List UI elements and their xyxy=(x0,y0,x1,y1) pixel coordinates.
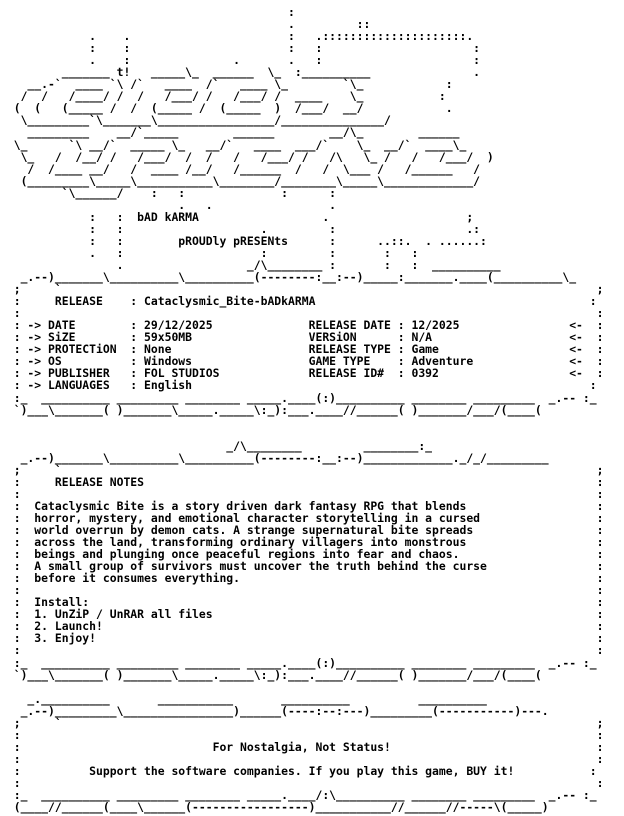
nfo-line: . _/\________ : : : __________ xyxy=(0,257,501,272)
nfo-line: : before it consumes everything. : xyxy=(0,571,604,586)
nfo-line: :_ __________ _________ ________ _____._… xyxy=(0,788,597,803)
nfo-line: : RELEASE : Cataclysmic_Bite-bADkARMA : xyxy=(0,294,597,309)
nfo-line: _.--)_______\__________\__________(-----… xyxy=(0,270,577,285)
nfo-line: __.-` ____ `\ /` ____ /` ____ \_ `\_ : xyxy=(0,77,453,92)
nfo-line: : -> SiZE : 59x50MB VERSiON : N/A <- : xyxy=(0,330,604,345)
nfo-line: : -> LANGUAGES : English : xyxy=(0,378,597,393)
nfo-line: : 1. UnZiP / UnRAR all files : xyxy=(0,607,604,622)
nfo-line: : Support the software companies. If you… xyxy=(0,763,597,778)
nfo-line: / /____ __/ / ____ /__/ /______ / / \___… xyxy=(0,161,481,176)
nfo-line: _.__________ ___________ __________ ____… xyxy=(0,691,487,706)
nfo-line: ; ` ; xyxy=(0,462,604,477)
nfo-line: : world overrun by demon cats. A strange… xyxy=(0,523,604,538)
nfo-line: : 3. Enjoy! : xyxy=(0,631,604,646)
nfo-line: : A small group of survivors must uncove… xyxy=(0,559,604,574)
nfo-line: `\______/ : : : : xyxy=(0,185,337,200)
nfo-line: : : xyxy=(0,751,604,766)
nfo-line: \_ / /__/ / /___/ / / / /___/ / /\ \_ / … xyxy=(0,149,494,164)
nfo-line: ( ( (_____ / / (_____ / (_____ ) /___/ _… xyxy=(0,101,453,116)
nfo-line: (____//______(____\______(--------------… xyxy=(0,800,549,815)
nfo-line: :_ __________ _________ ________ _____._… xyxy=(0,655,597,670)
nfo-line: _______ t! _____\_ ______ \_ :__________… xyxy=(0,65,481,80)
nfo-line: . . . xyxy=(0,197,337,212)
nfo-line: / / /____/ / / /___/ / /___/ / ____ \_ : xyxy=(0,89,446,104)
nfo-line: \_ `\ __/` _____ \_ __/` ____ ___/` \_ _… xyxy=(0,137,467,152)
nfo-line: . : : : : : xyxy=(0,245,419,260)
nfo-line: : : bAD kARMA . ; xyxy=(0,209,474,224)
nfo-line: : RELEASE NOTES : xyxy=(0,474,604,489)
nfo-line: :_ __________ _________ ________ _____._… xyxy=(0,390,597,405)
nfo-line: _.--)_______\__________\__________(-----… xyxy=(0,450,549,465)
nfo-line: : : xyxy=(0,776,604,790)
nfo-line: : : xyxy=(0,486,604,501)
nfo-line: : : xyxy=(0,727,604,742)
nfo-line: : Cataclysmic Bite is a story driven dar… xyxy=(0,498,604,513)
nfo-line: : horror, mystery, and emotional charact… xyxy=(0,510,604,525)
nfo-line: : : : : : xyxy=(0,41,481,56)
nfo-line: : For Nostalgia, Not Status! : xyxy=(0,739,604,754)
nfo-line: ; ` ; xyxy=(0,715,604,730)
nfo-line: : -> PROTECTiON : None RELEASE TYPE : Ga… xyxy=(0,342,604,357)
nfo-line: : : . : .: xyxy=(0,221,481,236)
nfo-line: ; ` ; xyxy=(0,282,604,297)
nfo-line: . :: xyxy=(0,17,378,32)
nfo-line: : : pROUDly pRESENts : ..::. . ......: xyxy=(0,233,487,248)
nfo-line: `)___\_______( )_______\_____._____\:_):… xyxy=(0,402,542,417)
nfo-line: . : . . : : xyxy=(0,53,481,68)
nfo-line: : -> OS : Windows GAME TYPE : Adventure … xyxy=(0,354,604,369)
nfo-line: \_________`\_______\_________________/__… xyxy=(0,113,391,128)
nfo-line: _.--)_________\________________)______(-… xyxy=(0,703,549,718)
nfo-line: : : xyxy=(0,306,604,321)
nfo-line: _________ __/`_____ ______ __/\_ ______ xyxy=(0,125,460,140)
nfo-line: : across the land, transforming ordinary… xyxy=(0,535,604,550)
nfo-line: : xyxy=(0,5,295,19)
nfo-line: : beings and plunging once peaceful regi… xyxy=(0,547,604,562)
nfo-line: : : xyxy=(0,583,604,598)
nfo-line: _/\________ ________:_ xyxy=(0,438,433,453)
nfo-line: `)___\_______( )_______\_____._____\:_):… xyxy=(0,667,542,682)
nfo-line: (_________\_____\___________\________/__… xyxy=(0,173,481,188)
nfo-line: : : xyxy=(0,643,604,658)
nfo-line: . . : .:::::::::::::::::::::. xyxy=(0,29,474,44)
nfo-line: : 2. Launch! : xyxy=(0,619,604,634)
nfo-line: : -> DATE : 29/12/2025 RELEASE DATE : 12… xyxy=(0,318,604,333)
nfo-line: : -> PUBLISHER : FOL STUDIOS RELEASE ID#… xyxy=(0,366,604,381)
nfo-line: : Install: : xyxy=(0,595,604,610)
